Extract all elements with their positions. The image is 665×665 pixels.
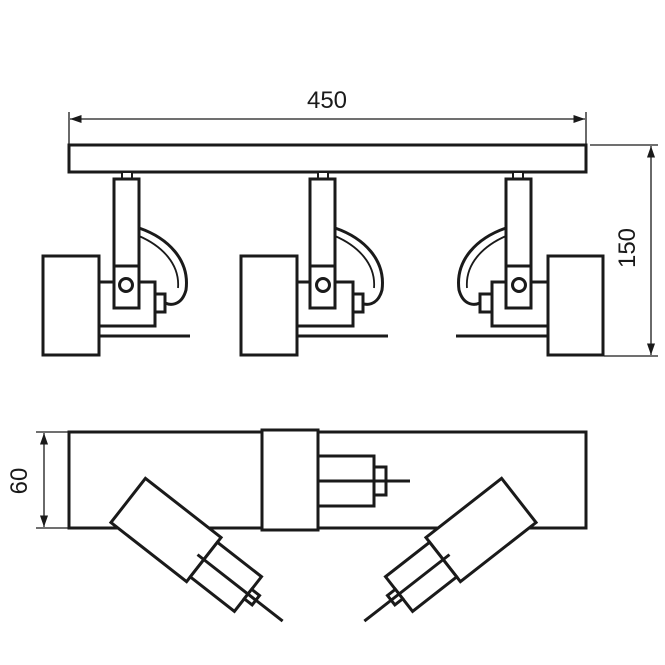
front-view: 450 150 [41,87,658,357]
width-dimension: 450 [68,87,587,145]
spotlight-top-left [108,476,284,623]
spotlight-left [41,171,190,357]
depth-dimension: 60 [6,431,69,529]
width-dimension-label: 450 [307,87,347,114]
spotlight-top-right [363,476,539,623]
spotlight-center [239,171,388,357]
top-view: 60 [6,428,588,623]
mounting-bar [67,143,588,174]
height-dimension-label: 150 [614,228,641,268]
height-dimension: 150 [590,144,658,357]
spotlight-right [456,171,605,357]
depth-dimension-label: 60 [6,468,33,495]
spotlight-top-center [260,428,410,532]
